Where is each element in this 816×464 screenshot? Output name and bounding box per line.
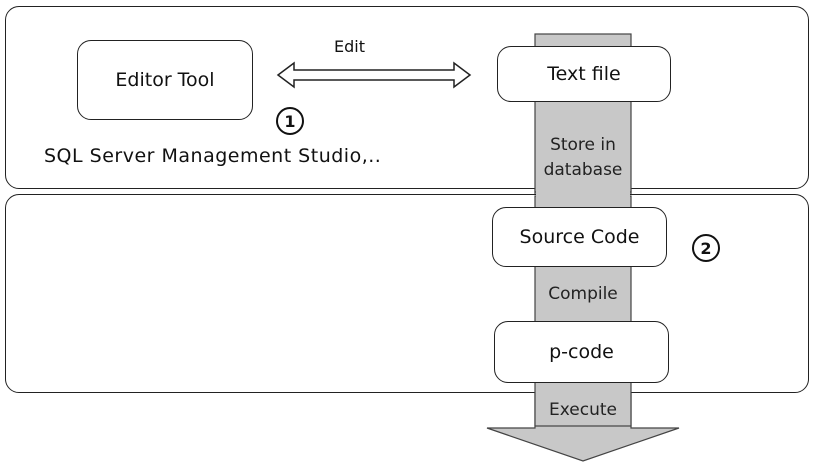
store-stage-line1: Store in [550, 135, 616, 155]
source-code-label: Source Code [519, 226, 640, 248]
step-badge-2: 2 [692, 234, 720, 262]
edit-double-arrow [276, 61, 472, 89]
store-stage-line2: database [543, 160, 623, 180]
text-file-label: Text file [547, 63, 621, 85]
editor-tool-label: Editor Tool [115, 69, 215, 91]
p-code-label: p-code [549, 341, 614, 363]
execute-stage-label: Execute [549, 400, 617, 420]
store-stage-label: Store in database [535, 133, 631, 183]
editor-tool-node: Editor Tool [77, 40, 253, 120]
database-zone-panel [5, 194, 809, 393]
compile-stage-label: Compile [548, 284, 618, 304]
source-code-node: Source Code [492, 207, 667, 267]
edit-edge-label: Edit [334, 37, 365, 56]
text-file-node: Text file [497, 46, 671, 102]
step-badge-1: 1 [276, 107, 304, 135]
p-code-node: p-code [494, 321, 669, 383]
tool-caption: SQL Server Management Studio,.. [44, 145, 382, 167]
